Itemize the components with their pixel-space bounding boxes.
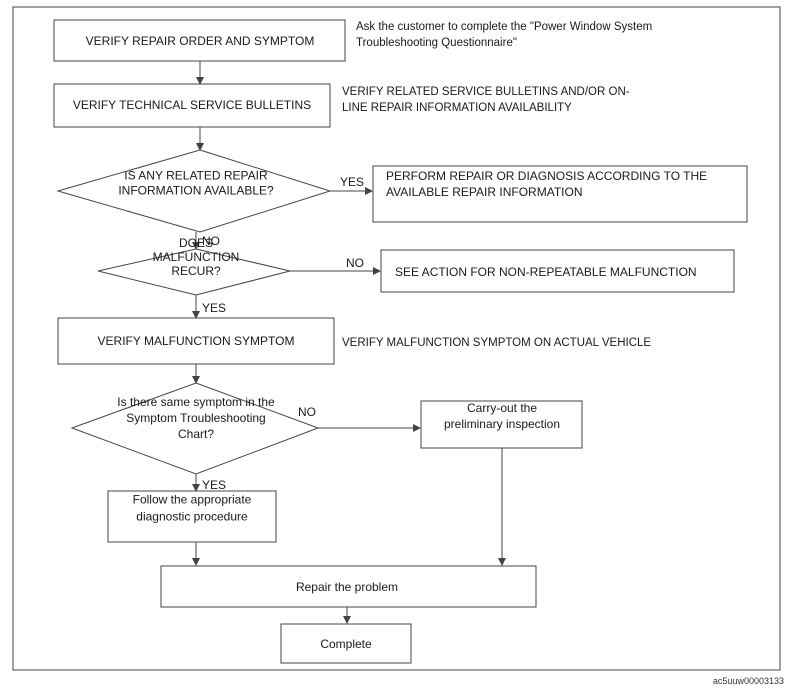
edges [192, 61, 506, 624]
text-line: Follow the appropriate [133, 493, 252, 507]
preliminary-inspection-box [420, 400, 583, 449]
verify-tsb-text: VERIFY TECHNICAL SERVICE BULLETINS [73, 98, 311, 112]
perform-repair-box [372, 165, 748, 223]
text-line: SEE ACTION FOR NON-REPEATABLE MALFUNCTIO… [395, 265, 697, 279]
text-line: Carry-out the [467, 401, 537, 415]
text-line: MALFUNCTION [153, 250, 240, 264]
text-line: Troubleshooting Questionnaire" [356, 37, 517, 49]
symptom-no-label: NO [298, 405, 316, 419]
text-line: DOES [179, 236, 213, 250]
text-line: LINE REPAIR INFORMATION AVAILABILITY [342, 102, 572, 114]
verify-repair-order-text: VERIFY REPAIR ORDER AND SYMPTOM [86, 34, 315, 48]
diagram-frame [12, 6, 781, 671]
text-line: Repair the problem [296, 580, 398, 594]
text-line: IS ANY RELATED REPAIR [124, 169, 268, 183]
text-line: PERFORM REPAIR OR DIAGNOSIS ACCORDING TO… [386, 169, 707, 183]
text-line: INFORMATION AVAILABLE? [118, 184, 274, 198]
text-line: Is there same symptom in the [117, 395, 275, 409]
recur-yes-label: YES [202, 301, 226, 315]
text-line: VERIFY RELATED SERVICE BULLETINS AND/OR … [342, 86, 630, 98]
text-line: AVAILABLE REPAIR INFORMATION [386, 185, 582, 199]
verify-tsb-box [53, 83, 331, 128]
follow-procedure-text: Follow the appropriate diagnostic procedu… [133, 493, 252, 524]
text-line: diagnostic procedure [136, 510, 248, 524]
text-line: VERIFY TECHNICAL SERVICE BULLETINS [73, 98, 311, 112]
text-line: Complete [320, 637, 372, 651]
info-yes-label: YES [340, 175, 364, 189]
figure-id: ac5uuw00003133 [713, 676, 784, 686]
repair-problem-box [160, 565, 537, 608]
text-line: Ask the customer to complete the "Power … [356, 21, 652, 33]
text-line: RECUR? [171, 264, 221, 278]
symptom-yes-label: YES [202, 478, 226, 492]
verify-repair-order-box [53, 19, 346, 62]
non-repeatable-text: SEE ACTION FOR NON-REPEATABLE MALFUNCTIO… [395, 265, 697, 279]
actual-vehicle-note: VERIFY MALFUNCTION SYMPTOM ON ACTUAL VEH… [342, 337, 651, 349]
verify-malfunction-text: VERIFY MALFUNCTION SYMPTOM [98, 334, 295, 348]
recur-no-label: NO [346, 256, 364, 270]
verify-malfunction-box [57, 317, 335, 365]
complete-box [280, 623, 412, 664]
repair-problem-text: Repair the problem [296, 580, 398, 594]
text-line: VERIFY REPAIR ORDER AND SYMPTOM [86, 34, 315, 48]
text-line: VERIFY MALFUNCTION SYMPTOM ON ACTUAL VEH… [342, 337, 651, 349]
text-line: preliminary inspection [444, 417, 560, 431]
follow-procedure-box [107, 490, 277, 543]
malfunction-recur-decision [97, 248, 291, 296]
perform-repair-text: PERFORM REPAIR OR DIAGNOSIS ACCORDING TO… [386, 169, 707, 199]
questionnaire-note: Ask the customer to complete the "Power … [356, 21, 652, 49]
text-line: Chart? [178, 427, 214, 441]
non-repeatable-box [380, 249, 735, 293]
preliminary-inspection-text: Carry-out the preliminary inspection [444, 401, 560, 431]
complete-text: Complete [320, 637, 372, 651]
same-symptom-decision [70, 382, 320, 475]
related-repair-info-decision [56, 149, 332, 233]
text-line: VERIFY MALFUNCTION SYMPTOM [98, 334, 295, 348]
text-line: Symptom Troubleshooting [126, 411, 265, 425]
info-no-label: NO [202, 234, 220, 248]
related-bulletins-note: VERIFY RELATED SERVICE BULLETINS AND/OR … [342, 86, 630, 114]
